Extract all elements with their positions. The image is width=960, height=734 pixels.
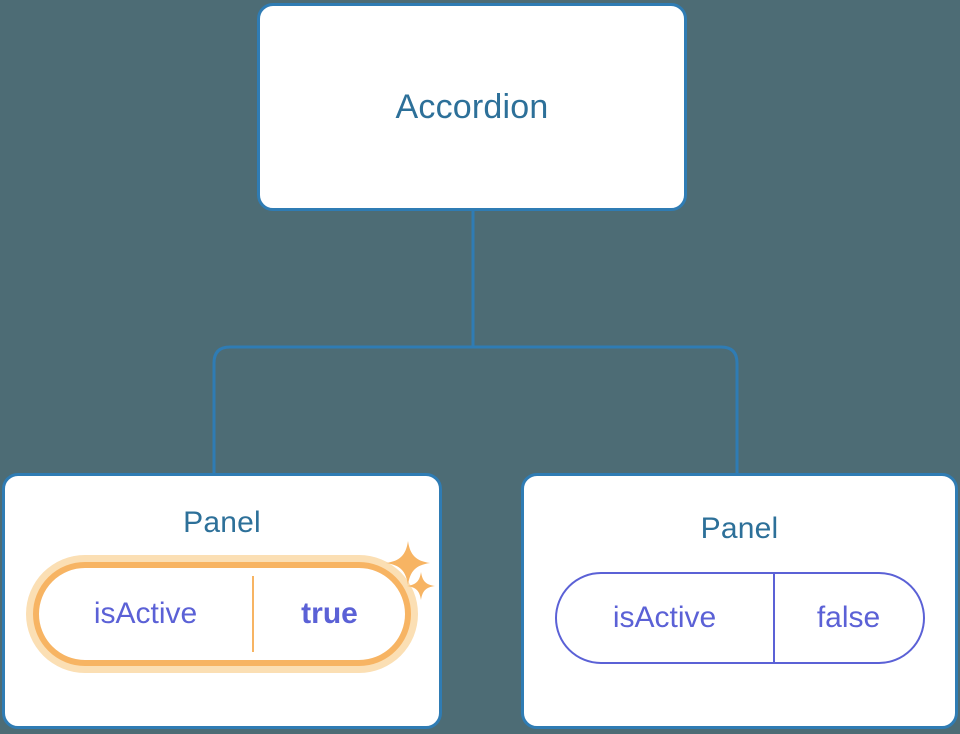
prop-pill-isactive-false[interactable]: isActive false [554,572,925,664]
prop-pill-isactive-true[interactable]: isActive true [33,562,411,666]
prop-pill-active-glow: isActive true [26,555,418,673]
node-accordion[interactable]: Accordion [257,3,687,211]
connector-branch-right [473,345,739,473]
prop-value-true: true [301,597,358,630]
prop-key-isactive: isActive [39,576,254,652]
node-panel-active-title: Panel [183,506,261,539]
connector-branch-left [212,345,473,473]
node-panel-active[interactable]: Panel isActive true [2,473,442,729]
node-panel-inactive[interactable]: Panel isActive false [521,473,958,729]
prop-key-isactive: isActive [557,574,775,662]
node-accordion-title: Accordion [395,88,549,126]
prop-value-false: false [816,601,881,634]
node-panel-inactive-title: Panel [700,512,779,545]
